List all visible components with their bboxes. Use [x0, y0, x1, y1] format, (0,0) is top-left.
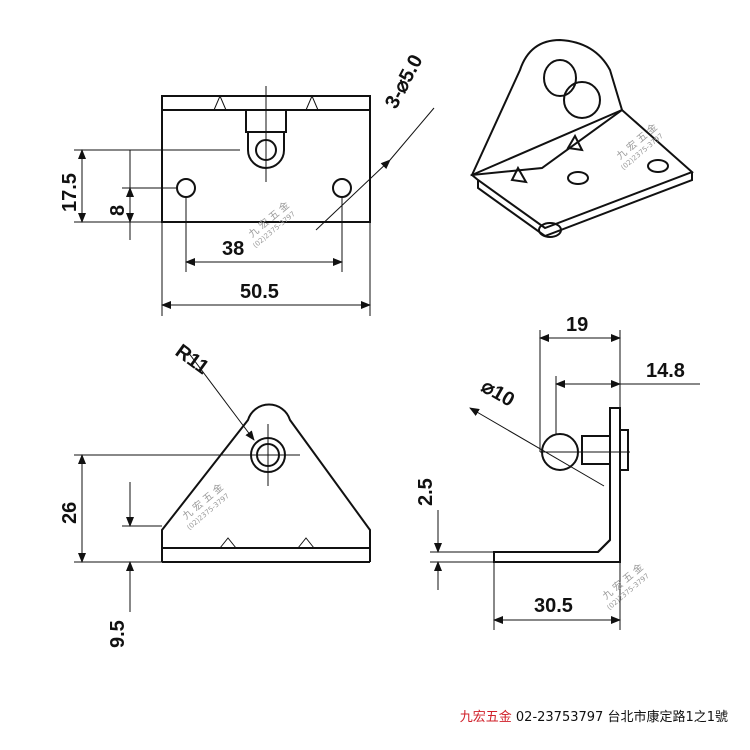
dim-ball-dia-leader [469, 407, 605, 487]
watermark-2: 九 宏 五 金 (02)2375-3797 [614, 120, 665, 171]
footer-address: 台北市康定路1之1號 [607, 710, 728, 725]
front-hole-left [176, 178, 196, 198]
dim-50-5-label: 50.5 [240, 281, 279, 303]
side-notch-1 [219, 537, 237, 549]
iso-stud-flange [543, 59, 577, 97]
dim-38-label: 38 [222, 238, 244, 260]
dim-8-label: 8 [107, 205, 129, 216]
dim-r11-label: R11 [171, 340, 213, 379]
side-notch-2 [297, 537, 315, 549]
dim-14-8-label: 14.8 [646, 360, 685, 382]
footer-brand: 九宏五金 [459, 710, 512, 725]
watermark-3: 九 宏 五 金 (02)2375-3797 [180, 480, 231, 531]
iso-hole-3 [647, 159, 669, 173]
hole-callout-leader [315, 159, 391, 231]
front-notch-1 [213, 94, 227, 111]
front-notch-2 [305, 94, 319, 111]
dim-19-label: 19 [566, 314, 588, 336]
front-hole-right [332, 178, 352, 198]
iso-notch-2 [566, 133, 584, 152]
watermark-4: 九 宏 五 金 (02)2375-3797 [600, 560, 651, 611]
profile-stud-back [619, 429, 629, 471]
isometric-view [470, 38, 694, 238]
dim-17-5-label: 17.5 [59, 173, 81, 212]
profile-l-bracket [493, 407, 621, 563]
dim-ball-dia-label: ⌀10 [478, 375, 519, 411]
footer-contact: 九宏五金 02-23753797 台北市康定路1之1號 [460, 706, 728, 725]
dim-9-5-label: 9.5 [107, 620, 129, 648]
iso-notch-1 [510, 165, 528, 184]
iso-hole-2 [567, 171, 589, 185]
iso-upright-plate [470, 38, 624, 177]
side-view: R11 26 9.5 [59, 340, 371, 648]
iso-base-plate [470, 108, 694, 230]
profile-view: ⌀10 19 14.8 2.5 30.5 [415, 314, 700, 630]
hole-callout-leader-ext [389, 107, 435, 161]
hole-callout-label: 3-⌀5.0 [381, 51, 427, 112]
profile-stud-neck [581, 435, 611, 465]
watermark-1: 九 宏 五 金 (02)2375-3797 [246, 198, 297, 249]
side-triangle-outline [161, 403, 371, 549]
dim-26-label: 26 [59, 502, 81, 524]
dim-r11-leader [187, 351, 255, 441]
dim-30-5-label: 30.5 [534, 595, 573, 617]
profile-bend [597, 539, 611, 553]
footer-phone: 02-23753797 [515, 710, 604, 725]
dim-2-5-label: 2.5 [415, 478, 437, 506]
iso-hole-1 [538, 222, 562, 238]
front-view: 3-⌀5.0 17.5 8 38 50.5 [59, 51, 435, 316]
iso-ball [563, 81, 601, 119]
